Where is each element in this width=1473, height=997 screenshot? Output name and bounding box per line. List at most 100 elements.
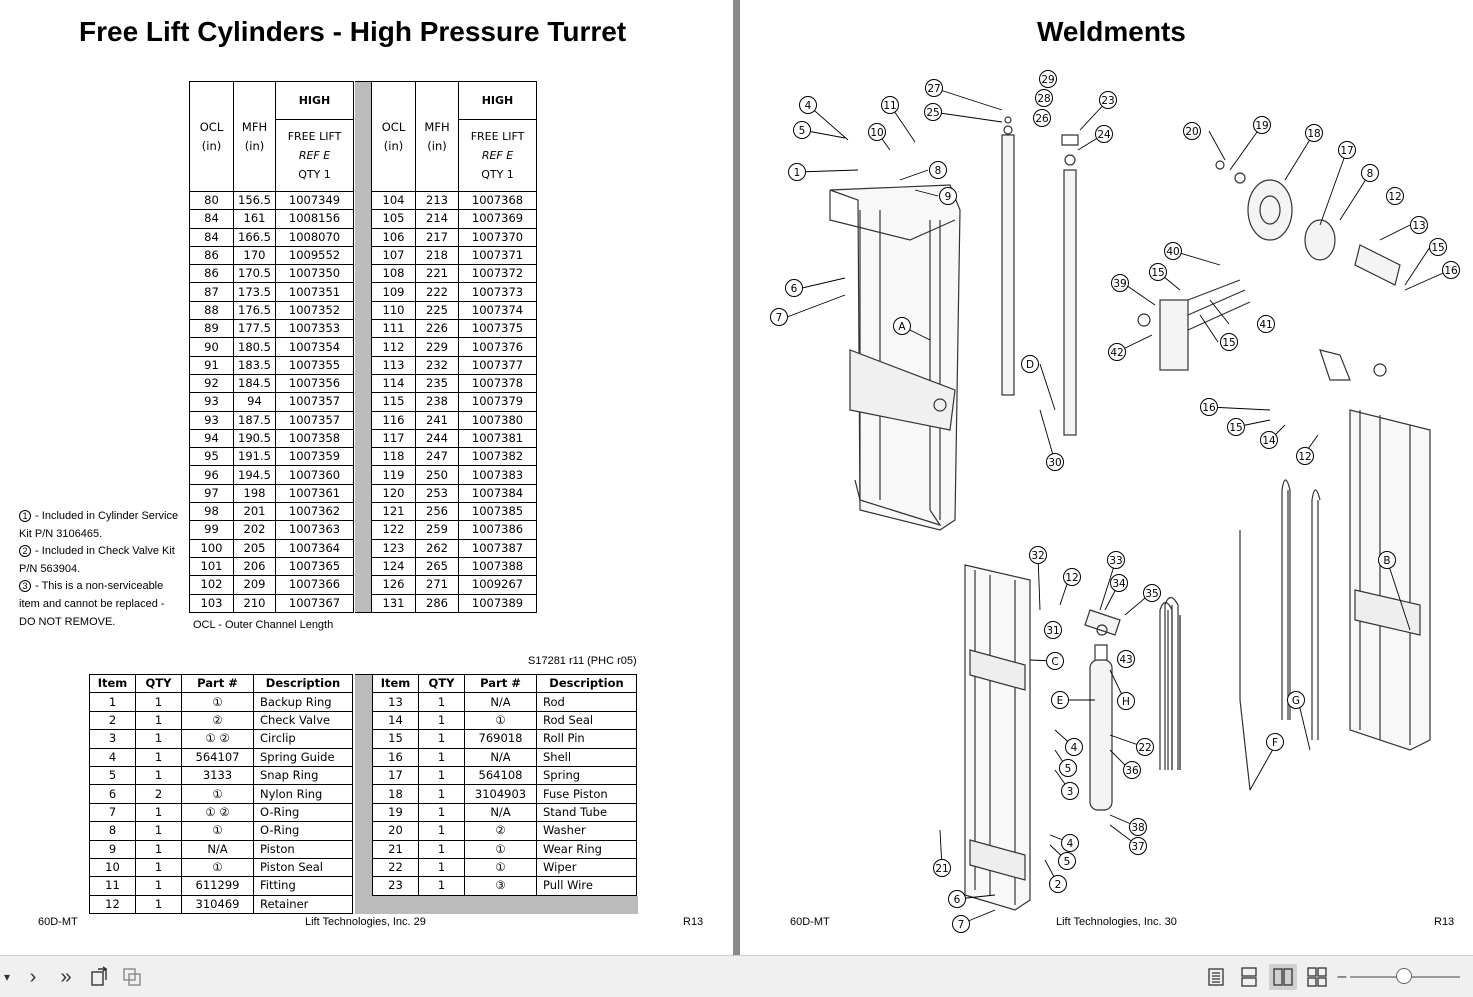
callout-32: 32 [1029, 546, 1047, 564]
note-item: 3 - This is a non-serviceable item and c… [19, 578, 179, 631]
svg-text:5: 5 [799, 125, 806, 137]
table-cell: 126 [371, 575, 416, 595]
callout-7: 7 [952, 915, 970, 933]
table-cell: 1007356 [275, 373, 354, 394]
table-cell: 89 [189, 319, 234, 339]
table-cell: 120 [371, 483, 416, 504]
callout-d: D [1021, 355, 1039, 373]
svg-text:15: 15 [1151, 267, 1164, 279]
callout-5: 5 [1058, 852, 1076, 870]
svg-text:19: 19 [1255, 120, 1268, 132]
callout-20: 20 [1183, 122, 1201, 140]
table-cell: ① [181, 821, 254, 841]
continuous-view-icon[interactable] [1237, 964, 1261, 990]
table-cell: 202 [233, 520, 276, 540]
table-cell: 1007349 [275, 190, 354, 211]
svg-text:D: D [1026, 359, 1034, 371]
table-cell: Wiper [536, 857, 637, 878]
svg-text:15: 15 [1229, 422, 1242, 434]
svg-text:37: 37 [1131, 841, 1144, 853]
table-cell: Nylon Ring [253, 784, 353, 804]
table-cell: 1007365 [275, 556, 354, 577]
footer-page-number: Lift Technologies, Inc. 29 [305, 916, 426, 928]
table-cell: Piston [253, 839, 353, 859]
zoom-slider-thumb[interactable] [1396, 968, 1412, 984]
table-cell: 190.5 [233, 428, 276, 449]
svg-text:31: 31 [1046, 625, 1059, 637]
table-cell: 11 [89, 876, 136, 896]
note-text: - This is a non-serviceable item and can… [19, 580, 165, 628]
table-cell: 101 [189, 556, 234, 577]
table-cell: Rod [536, 692, 637, 712]
svg-text:39: 39 [1113, 278, 1126, 290]
table-cell: 114 [371, 373, 416, 394]
callout-12: 12 [1386, 187, 1404, 205]
table-cell: 8 [89, 821, 136, 841]
table-cell: 91 [189, 355, 234, 375]
table-cell: 1007371 [458, 245, 537, 266]
svg-text:42: 42 [1110, 347, 1123, 359]
callout-25: 25 [924, 103, 942, 121]
svg-text:H: H [1122, 696, 1130, 708]
table-cell: 184.5 [233, 373, 276, 394]
rotate-page-icon[interactable] [88, 964, 112, 990]
callout-layer: 1234567891011121314151617181920212223242… [770, 70, 1460, 933]
callout-16: 16 [1442, 261, 1460, 279]
table-cell: 23 [372, 876, 419, 896]
table-cell: 19 [372, 802, 419, 823]
weldment-rods-d [1001, 116, 1079, 436]
table-cell: 4 [89, 747, 136, 767]
single-page-view-icon[interactable] [1204, 964, 1228, 990]
copy-page-icon[interactable] [120, 964, 144, 990]
callout-36: 36 [1123, 761, 1141, 779]
last-page-icon[interactable]: » [60, 965, 72, 988]
table-cell: 1 [418, 857, 465, 878]
table-cell: 177.5 [233, 319, 276, 339]
table-cell: ① [464, 710, 537, 731]
svg-text:28: 28 [1037, 93, 1050, 105]
parts-table-separator [355, 674, 372, 914]
footer-page-number: Lift Technologies, Inc. 30 [1056, 916, 1177, 928]
table-cell: 99 [189, 520, 234, 540]
callout-15: 15 [1429, 238, 1447, 256]
table-cell: 170.5 [233, 264, 276, 284]
callout-18: 18 [1305, 124, 1323, 142]
two-page-view-icon[interactable] [1269, 964, 1297, 990]
svg-text:16: 16 [1202, 402, 1216, 414]
table-cell: 3104903 [464, 784, 537, 804]
callout-15: 15 [1227, 418, 1245, 436]
table-cell: 121 [371, 502, 416, 522]
table-cell: 1 [135, 747, 182, 767]
two-page-continuous-icon[interactable] [1305, 964, 1329, 990]
weldments-exploded-diagram: 1234567891011121314151617181920212223242… [770, 70, 1460, 933]
table-cell: 1007366 [275, 575, 354, 595]
svg-text:29: 29 [1041, 74, 1054, 86]
table-cell: 21 [372, 839, 419, 859]
table-cell: 123 [371, 538, 416, 558]
next-page-icon[interactable]: › [29, 965, 37, 988]
zoom-out-icon[interactable]: – [1337, 968, 1347, 985]
table-cell: Stand Tube [536, 802, 637, 823]
svg-text:C: C [1051, 656, 1058, 668]
table-cell: 1007375 [458, 319, 537, 339]
table-cell: 1009267 [458, 575, 537, 595]
table-cell: 84 [189, 227, 234, 247]
table-cell: 210 [233, 593, 276, 613]
table-cell: Spring [536, 765, 637, 786]
chevron-down-icon[interactable]: ▾ [3, 970, 11, 984]
table-cell: 1007357 [275, 392, 354, 412]
